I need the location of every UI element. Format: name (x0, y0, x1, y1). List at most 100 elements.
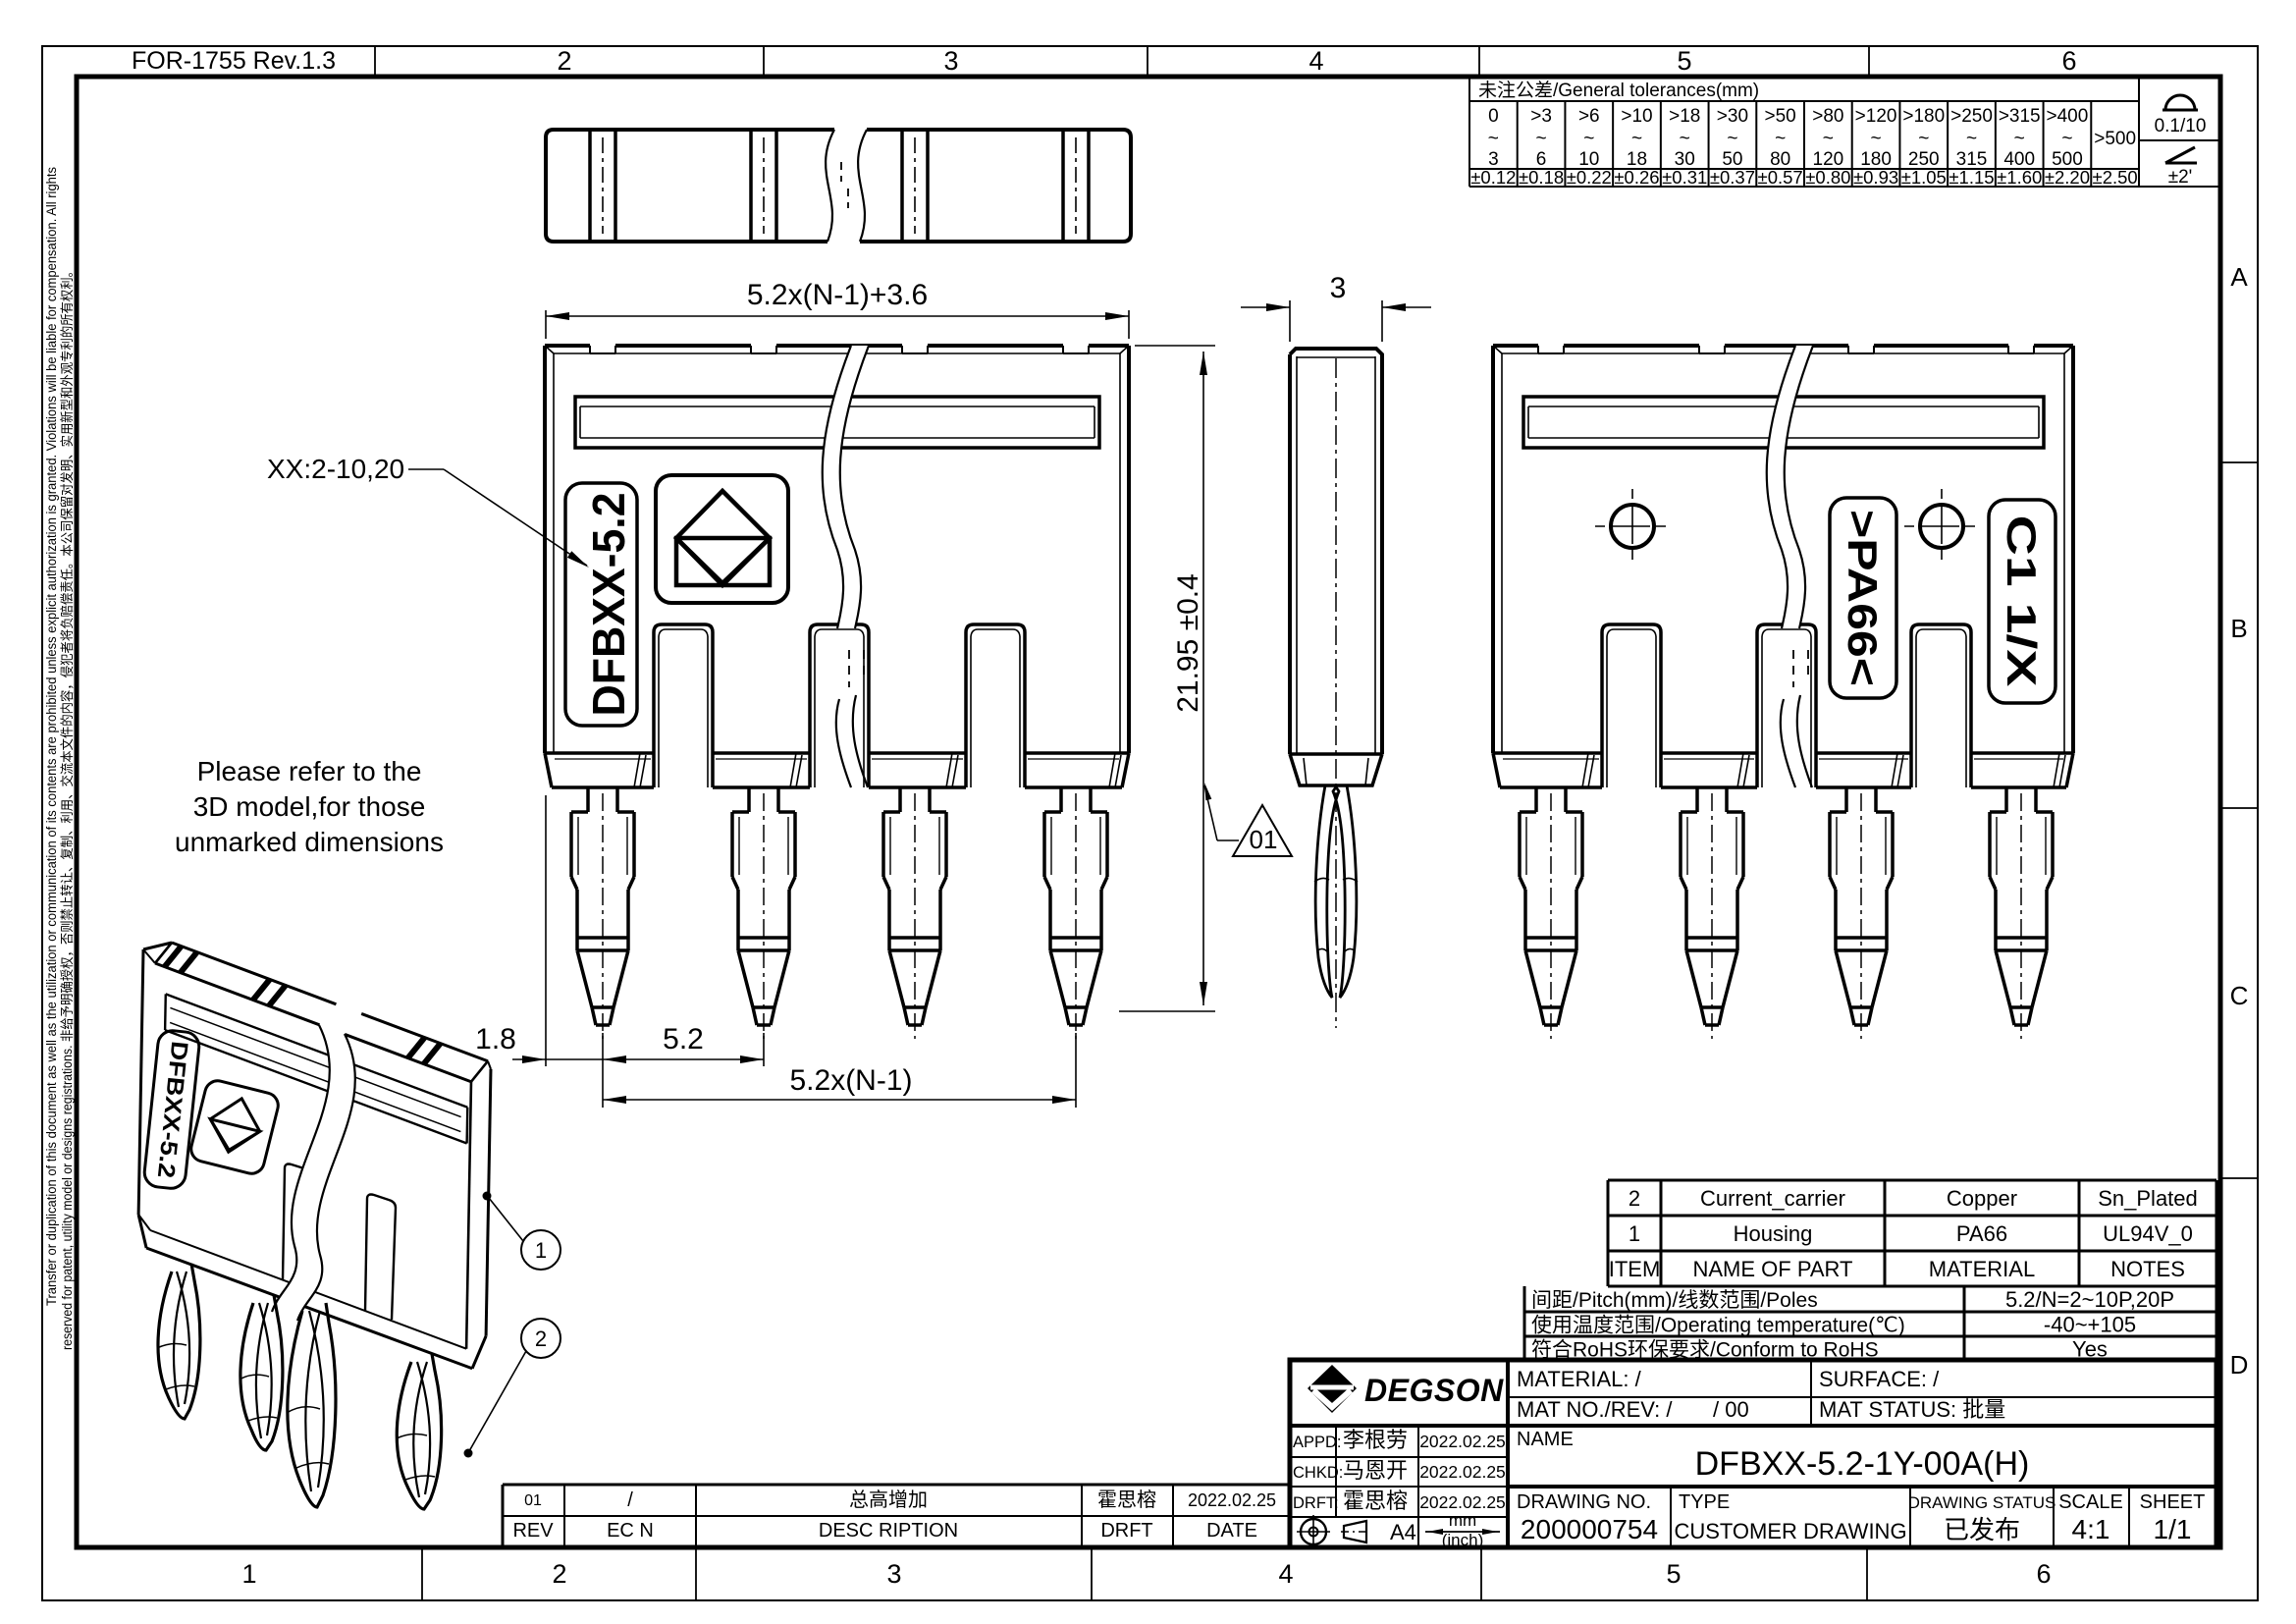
svg-text:MAT STATUS: 批量: MAT STATUS: 批量 (1819, 1397, 2005, 1422)
svg-text:SURFACE: /: SURFACE: / (1819, 1367, 1940, 1391)
svg-text:3D model,for those: 3D model,for those (193, 791, 426, 822)
svg-text:reserved for patent, utility m: reserved for patent, utility model or de… (59, 265, 75, 1350)
svg-text:EC N: EC N (607, 1520, 654, 1542)
svg-text:2: 2 (557, 46, 571, 76)
svg-text:4:1: 4:1 (2072, 1514, 2110, 1544)
svg-text:CHKD:: CHKD: (1293, 1464, 1343, 1482)
svg-text:~: ~ (2014, 129, 2025, 149)
svg-text:~: ~ (1536, 129, 1547, 149)
svg-text:±2.50: ±2.50 (2093, 167, 2138, 188)
svg-text:DFBXX-5.2: DFBXX-5.2 (583, 493, 634, 717)
svg-text:~: ~ (1727, 129, 1737, 149)
svg-text:180: 180 (1860, 149, 1892, 170)
svg-text:5.2x(N-1): 5.2x(N-1) (789, 1064, 912, 1097)
svg-text:±0.26: ±0.26 (1614, 167, 1659, 188)
svg-text:UL94V_0: UL94V_0 (2103, 1221, 2193, 1246)
svg-text:PA66: PA66 (1956, 1221, 2007, 1246)
svg-text:>18: >18 (1669, 106, 1700, 127)
svg-text:±0.12: ±0.12 (1470, 167, 1516, 188)
svg-text:DRAWING STATUS: DRAWING STATUS (1908, 1493, 2056, 1512)
svg-text:SCALE: SCALE (2058, 1491, 2123, 1513)
svg-text:A4: A4 (1390, 1520, 1416, 1544)
svg-text:0.1/10: 0.1/10 (2155, 116, 2207, 136)
svg-text:MAT NO./REV: /: MAT NO./REV: / (1517, 1397, 1673, 1422)
svg-text:3: 3 (943, 46, 958, 76)
svg-text:2022.02.25: 2022.02.25 (1419, 1492, 1506, 1512)
svg-text:符合RoHS环保要求/Conform to RoHS: 符合RoHS环保要求/Conform to RoHS (1531, 1339, 1879, 1362)
svg-text:500: 500 (2052, 149, 2083, 170)
svg-text:ITEM: ITEM (1609, 1257, 1661, 1281)
svg-text:间距/Pitch(mm)/线数范围/Poles: 间距/Pitch(mm)/线数范围/Poles (1531, 1289, 1818, 1312)
svg-text:2: 2 (535, 1326, 547, 1351)
svg-text:DEGSON: DEGSON (1364, 1373, 1504, 1408)
svg-text:~: ~ (1488, 129, 1499, 149)
svg-text:01: 01 (524, 1492, 542, 1509)
svg-text:>50: >50 (1765, 106, 1796, 127)
svg-text:±2': ±2' (2168, 167, 2193, 188)
svg-text:霍思榕: 霍思榕 (1097, 1489, 1156, 1511)
svg-text:315: 315 (1956, 149, 1988, 170)
svg-text:/: / (627, 1489, 633, 1511)
svg-text:总高增加: 总高增加 (849, 1489, 928, 1511)
svg-text:霍思榕: 霍思榕 (1343, 1489, 1408, 1513)
svg-text:>80: >80 (1812, 106, 1843, 127)
svg-text:CUSTOMER DRAWING: CUSTOMER DRAWING (1674, 1519, 1906, 1543)
svg-text:>30: >30 (1717, 106, 1748, 127)
svg-text:>250: >250 (1950, 106, 1993, 127)
svg-text:01: 01 (1250, 825, 1278, 854)
svg-text:6: 6 (2061, 46, 2076, 76)
svg-text:(inch): (inch) (1442, 1531, 1484, 1549)
svg-text:>500: >500 (2094, 129, 2136, 149)
svg-text:unmarked dimensions: unmarked dimensions (175, 827, 444, 857)
svg-text:±2.20: ±2.20 (2045, 167, 2090, 188)
svg-text:±1.05: ±1.05 (1901, 167, 1947, 188)
svg-text:TYPE: TYPE (1679, 1491, 1730, 1513)
svg-text:DRFT: DRFT (1100, 1520, 1152, 1542)
svg-text:DATE: DATE (1206, 1520, 1257, 1542)
svg-text:MATERIAL: /: MATERIAL: / (1517, 1367, 1642, 1391)
svg-text:C1 1/X: C1 1/X (1999, 515, 2045, 687)
svg-text:D: D (2230, 1350, 2249, 1380)
svg-text:>6: >6 (1578, 106, 1600, 127)
svg-text:18: 18 (1627, 149, 1647, 170)
svg-text:Please refer to the: Please refer to the (197, 756, 422, 786)
svg-text:>315: >315 (1999, 106, 2041, 127)
svg-text:21.95 ±0.4: 21.95 ±0.4 (1172, 573, 1204, 713)
svg-text:FOR-1755 Rev.1.3: FOR-1755 Rev.1.3 (132, 47, 336, 75)
svg-text:50: 50 (1722, 149, 1742, 170)
svg-text:>400: >400 (2047, 106, 2089, 127)
svg-text:已发布: 已发布 (1944, 1515, 2020, 1544)
svg-text:-40~+105: -40~+105 (2044, 1313, 2136, 1337)
svg-text:1.8: 1.8 (475, 1023, 516, 1056)
svg-text:马恩开: 马恩开 (1343, 1458, 1408, 1483)
svg-text:5.2x(N-1)+3.6: 5.2x(N-1)+3.6 (747, 279, 928, 311)
svg-text:使用温度范围/Operating temperature(℃: 使用温度范围/Operating temperature(℃) (1531, 1315, 1905, 1337)
svg-text:1: 1 (1629, 1221, 1640, 1246)
svg-text:2: 2 (552, 1559, 566, 1589)
svg-text:A: A (2230, 262, 2248, 292)
svg-text:>180: >180 (1902, 106, 1945, 127)
svg-text:±0.22: ±0.22 (1567, 167, 1612, 188)
svg-text:~: ~ (1775, 129, 1786, 149)
svg-text:5: 5 (1666, 1559, 1681, 1589)
svg-text:/ 00: / 00 (1713, 1397, 1749, 1422)
svg-text:>PA66<: >PA66< (1840, 510, 1886, 686)
svg-text:1: 1 (535, 1238, 547, 1263)
svg-text:120: 120 (1813, 149, 1844, 170)
svg-text:SHEET: SHEET (2140, 1491, 2206, 1513)
svg-text:~: ~ (2061, 129, 2072, 149)
svg-text:10: 10 (1578, 149, 1599, 170)
svg-text:NOTES: NOTES (2110, 1257, 2185, 1281)
svg-text:5: 5 (1677, 46, 1691, 76)
svg-text:±0.57: ±0.57 (1758, 167, 1803, 188)
svg-text:NAME: NAME (1517, 1429, 1574, 1450)
svg-text:MATERIAL: MATERIAL (1929, 1257, 2035, 1281)
svg-text:1: 1 (241, 1559, 256, 1589)
svg-text:2022.02.25: 2022.02.25 (1419, 1432, 1506, 1451)
svg-text:±0.18: ±0.18 (1519, 167, 1564, 188)
svg-text:NAME OF PART: NAME OF PART (1693, 1257, 1853, 1281)
svg-text:3: 3 (1488, 149, 1499, 170)
svg-text:400: 400 (2003, 149, 2035, 170)
svg-text:80: 80 (1770, 149, 1790, 170)
svg-text:±0.31: ±0.31 (1662, 167, 1707, 188)
